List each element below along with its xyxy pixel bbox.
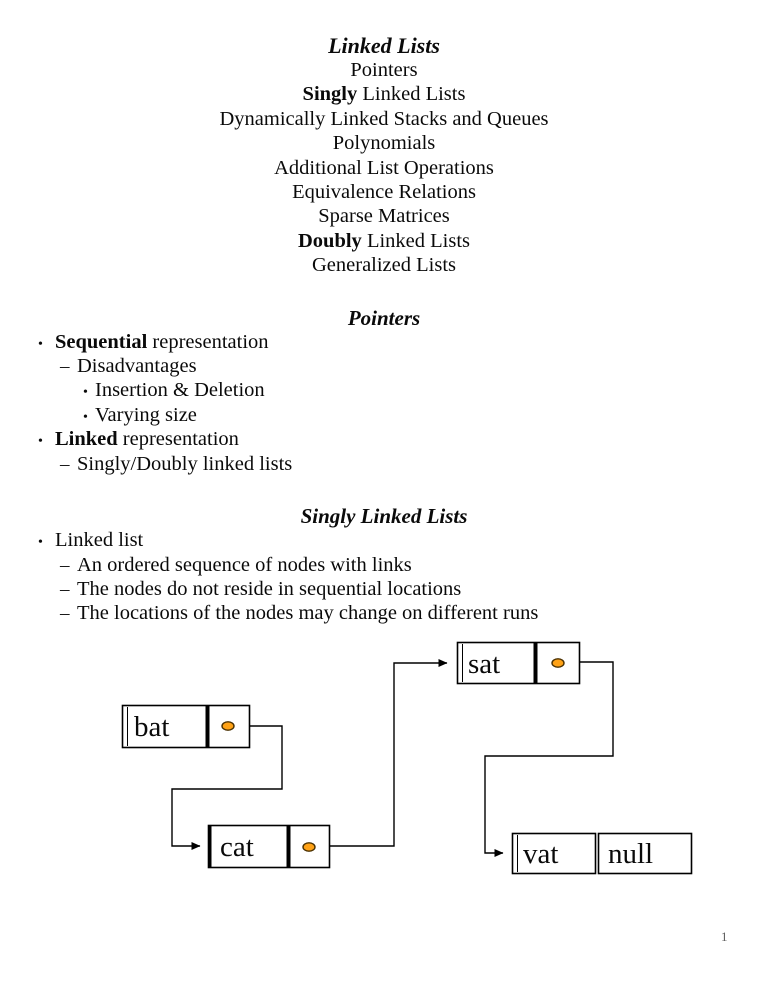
bullet-icon — [83, 378, 88, 405]
list-item-text: Insertion & Deletion — [95, 379, 265, 402]
node-label: vat — [523, 838, 558, 870]
list-item: Disadvantages — [0, 354, 768, 378]
list-item: Sequential representation — [0, 330, 768, 354]
dash-bullet-icon — [60, 577, 70, 602]
pointers-bullet-list: Sequential representation Disadvantages … — [0, 330, 768, 476]
list-item: Insertion & Deletion — [0, 378, 768, 402]
dash-bullet-icon — [60, 601, 70, 626]
arrow-cat-to-sat — [330, 659, 448, 847]
list-item: Singly/Doubly linked lists — [0, 452, 768, 476]
section-heading-singly: Singly Linked Lists — [300, 504, 468, 529]
arrow-sat-to-vat — [484, 661, 614, 857]
list-item: Linked list — [0, 528, 768, 552]
list-item-text: Linked representation — [55, 428, 239, 451]
toc-item: Polynomials — [332, 132, 436, 155]
arrow-bat-to-cat — [171, 725, 283, 850]
toc-item: Equivalence Relations — [292, 181, 476, 204]
node-vat: vat null — [511, 832, 693, 875]
list-item: The locations of the nodes may change on… — [0, 601, 768, 625]
list-item: An ordered sequence of nodes with links — [0, 553, 768, 577]
node-bat: bat — [121, 704, 251, 749]
node-vat-box — [511, 832, 597, 875]
toc-item: Generalized Lists — [311, 254, 456, 277]
pointer-dot-icon — [551, 658, 565, 668]
toc-block: Linked Lists Pointers Singly Linked List… — [0, 0, 768, 278]
bullet-icon — [83, 403, 88, 430]
dash-bullet-icon — [60, 354, 70, 379]
list-item-text: Varying size — [95, 403, 197, 426]
node-label: sat — [468, 648, 500, 680]
toc-item: Dynamically Linked Stacks and Queues — [219, 107, 549, 130]
singly-bullet-list: Linked list An ordered sequence of nodes… — [0, 528, 768, 626]
list-item-text: Sequential representation — [55, 330, 269, 353]
list-item-text: Singly/Doubly linked lists — [77, 452, 293, 475]
list-item-text: Linked list — [55, 529, 144, 552]
list-item-text: The locations of the nodes may change on… — [77, 602, 539, 625]
list-item: Linked representation — [0, 427, 768, 451]
toc-item: Additional List Operations — [274, 156, 494, 179]
node-null-box — [597, 832, 693, 875]
bullet-icon — [38, 330, 43, 357]
null-label: null — [608, 838, 653, 870]
toc-item: Singly Linked Lists — [302, 83, 466, 106]
section-heading-pointers: Pointers — [347, 305, 421, 330]
linked-list-diagram: bat cat sat — [0, 630, 768, 930]
node-sat: sat — [456, 641, 581, 685]
node-label: cat — [220, 831, 254, 863]
bullet-icon — [38, 528, 43, 555]
bullet-icon — [38, 427, 43, 454]
list-item: The nodes do not reside in sequential lo… — [0, 577, 768, 601]
list-item-text: An ordered sequence of nodes with links — [77, 553, 412, 576]
list-item-text: Disadvantages — [77, 355, 197, 378]
page-title: Linked Lists — [328, 33, 440, 58]
toc-item: Doubly Linked Lists — [298, 229, 470, 252]
page-number: 1 — [721, 929, 728, 944]
node-label: bat — [134, 711, 169, 743]
list-item: Varying size — [0, 403, 768, 427]
dash-bullet-icon — [60, 452, 70, 477]
dash-bullet-icon — [60, 553, 70, 578]
list-item-text: The nodes do not reside in sequential lo… — [77, 577, 462, 600]
toc-item: Pointers — [350, 59, 418, 81]
pointer-dot-icon — [302, 842, 316, 852]
pointer-dot-icon — [221, 721, 235, 731]
node-cat: cat — [207, 824, 331, 869]
toc-item: Sparse Matrices — [318, 205, 450, 228]
linked-list-diagram-svg: bat cat sat — [121, 641, 693, 875]
